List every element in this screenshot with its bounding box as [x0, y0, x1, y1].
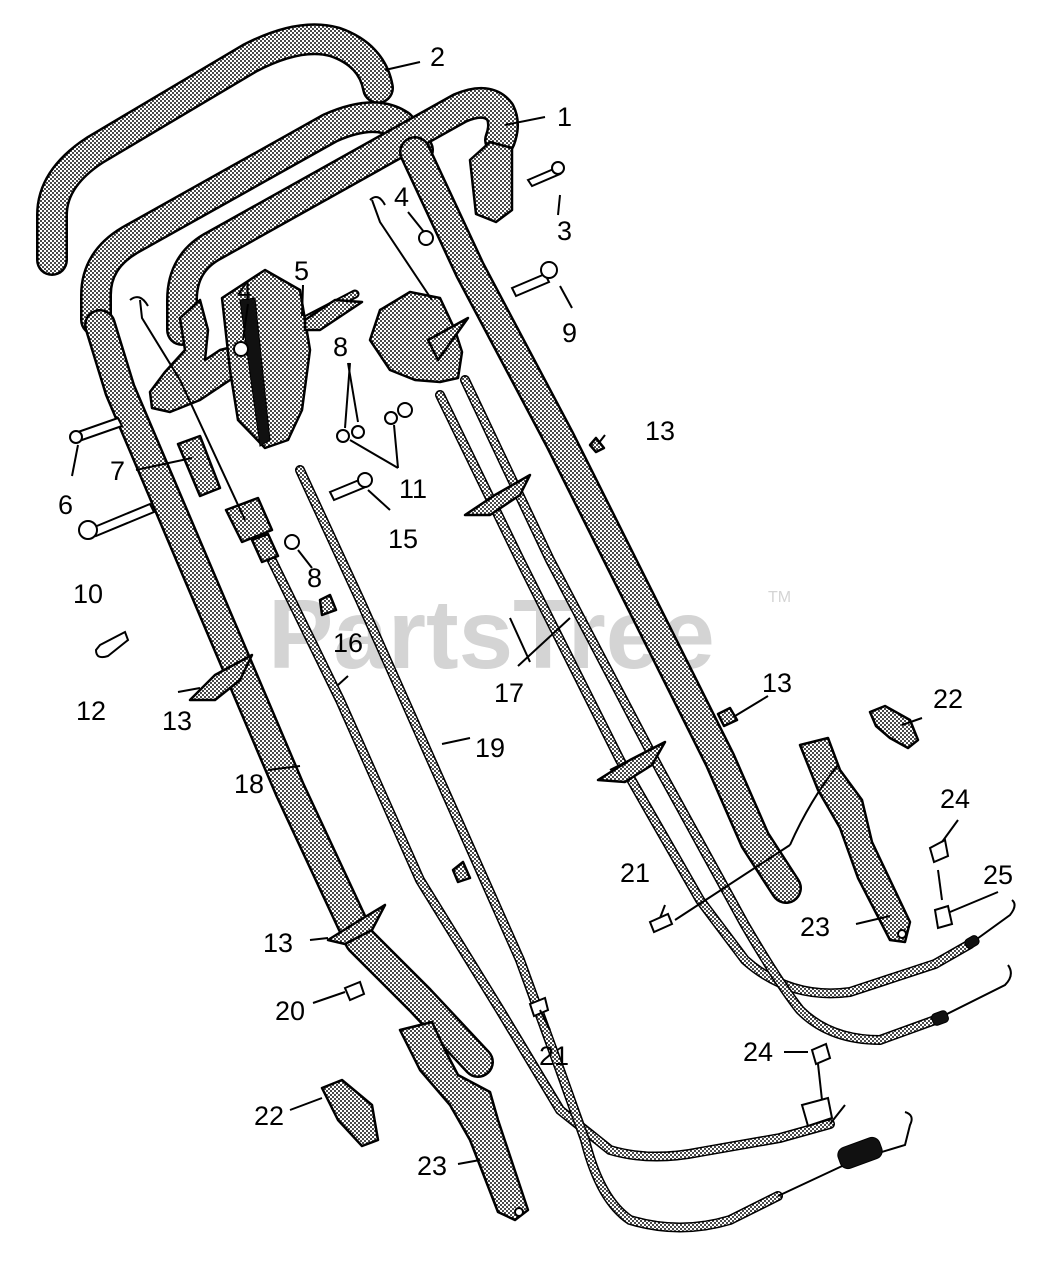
- callout-20: 20: [275, 996, 305, 1026]
- callout-23: 23: [417, 1151, 447, 1181]
- callout-4: 4: [394, 182, 409, 212]
- right-control-tab: [426, 316, 470, 362]
- callout-3: 3: [557, 216, 572, 246]
- cable-clip: [800, 1096, 834, 1128]
- part-11-washer: [336, 429, 350, 443]
- part-4-nut: [418, 230, 434, 246]
- callout-24: 24: [743, 1037, 773, 1067]
- watermark-trademark: TM: [768, 589, 791, 606]
- part-25-cable-clip: [933, 904, 954, 930]
- left-control-tab: [303, 298, 364, 332]
- callout-21: 21: [620, 858, 650, 888]
- callout-9: 9: [562, 318, 577, 348]
- part-8-nut: [284, 534, 300, 550]
- part-1-right-handle-tube: [166, 86, 802, 904]
- part-24-spring-clip: [810, 1042, 832, 1066]
- callout-5: 5: [294, 256, 309, 286]
- part-10-bolt-head: [78, 520, 98, 540]
- callout-2: 2: [430, 42, 445, 72]
- part-6-bolt: [76, 416, 124, 442]
- part-8-nut: [397, 402, 413, 418]
- part-13-clip: [716, 706, 739, 728]
- part-9-bolt-head: [540, 261, 558, 279]
- callout-15: 15: [388, 524, 418, 554]
- part-22-left-plate: [320, 1078, 380, 1148]
- fasteners: [69, 161, 954, 1128]
- part-9-bolt: [510, 272, 551, 298]
- part-6-bolt-head: [69, 430, 83, 444]
- part-13-cable-guide: [318, 593, 338, 617]
- part-13-cable-guide: [326, 903, 387, 946]
- callout-11: 11: [399, 474, 427, 504]
- callout-10: 10: [73, 579, 103, 609]
- callout-16: 16: [333, 628, 363, 658]
- callout-17: 17: [494, 678, 524, 708]
- part-2-upper-grip: [36, 23, 394, 276]
- callout-8: 8: [307, 563, 322, 593]
- callout-23: 23: [800, 912, 830, 942]
- leader-lines: [71, 61, 999, 1165]
- part-4-nut: [233, 341, 249, 357]
- callout-13: 13: [162, 706, 192, 736]
- callout-24: 24: [940, 784, 970, 814]
- part-11-washer: [384, 411, 398, 425]
- spring: [837, 1136, 883, 1170]
- part-15-bolt-head: [357, 472, 373, 488]
- part-7-cable-plate: [176, 434, 222, 498]
- callout-21: 21: [539, 1041, 569, 1071]
- part-13-cable-guide: [463, 473, 532, 517]
- callout-8: 8: [333, 332, 348, 362]
- callout-19: 19: [475, 733, 505, 763]
- cable-end-wires: [777, 899, 1016, 1197]
- part-1-upper-bracket: [468, 140, 514, 224]
- callout-22: 22: [933, 684, 963, 714]
- part-8-nut: [351, 425, 365, 439]
- part-10-bolt: [90, 502, 156, 538]
- callout-1: 1: [557, 102, 572, 132]
- part-21-bolt: [648, 912, 674, 934]
- control-cables: [257, 375, 975, 1233]
- thin-rods: [129, 195, 943, 1101]
- bracket-hole: [897, 929, 907, 939]
- callout-25: 25: [983, 860, 1013, 890]
- part-23-right-lower-bracket: [798, 736, 912, 944]
- part-21-bolt: [528, 996, 550, 1018]
- callout-22: 22: [254, 1101, 284, 1131]
- callout-6: 6: [58, 490, 73, 520]
- bracket-hole: [514, 1207, 524, 1217]
- part-20-clip: [343, 980, 366, 1002]
- callout-12: 12: [76, 696, 106, 726]
- part-24-spring-clip: [928, 838, 950, 864]
- callout-7: 7: [110, 456, 125, 486]
- part-22-right-plate: [868, 704, 920, 750]
- cable-connector: [224, 496, 274, 544]
- part-3-bolt-head: [551, 161, 565, 175]
- housing-slot: [239, 297, 271, 447]
- cable-connector-end: [250, 532, 280, 564]
- callout-13: 13: [762, 668, 792, 698]
- part-23-left-lower-bracket: [398, 1020, 530, 1222]
- callout-13: 13: [263, 928, 293, 958]
- part-12-cable-end: [94, 630, 130, 659]
- part-13-cable-guide: [188, 653, 254, 702]
- callout-13: 13: [645, 416, 675, 446]
- callout-labels: 1 2 3 4 4 5 6 7 8 8 9 10 11 12 13 13 13 …: [58, 42, 1013, 1181]
- callout-4: 4: [237, 276, 252, 306]
- part-13-clip: [588, 436, 606, 454]
- callout-18: 18: [234, 769, 264, 799]
- part-13-clip: [451, 860, 472, 884]
- left-control-bracket: [148, 298, 252, 414]
